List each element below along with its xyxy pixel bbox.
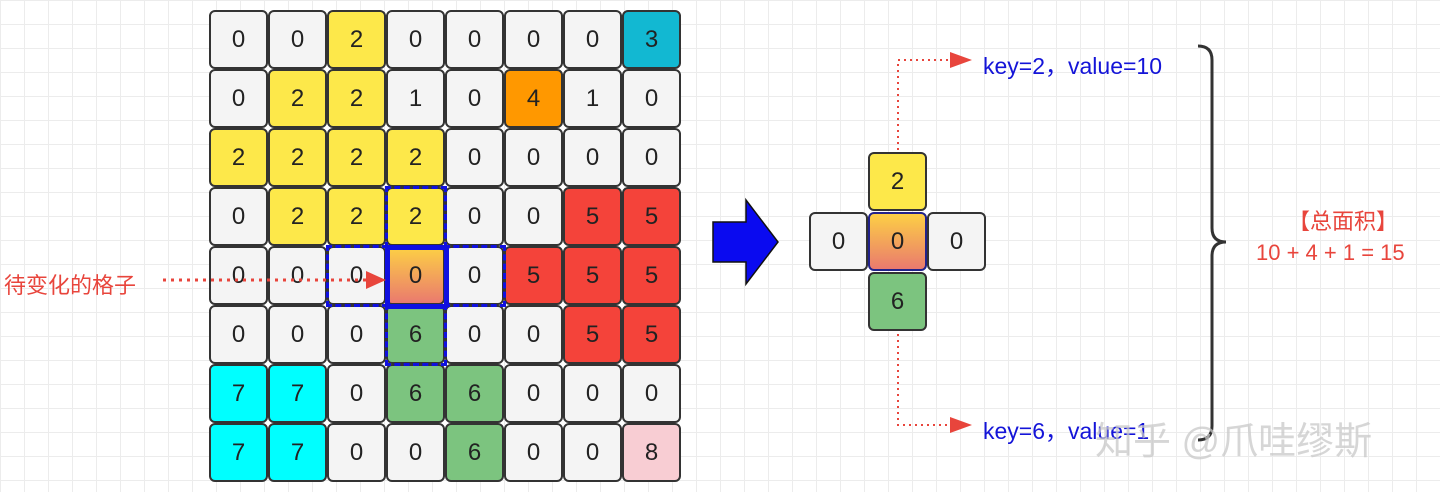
bottom-dotted-line	[897, 334, 952, 426]
grid-cell: 5	[622, 187, 681, 246]
grid-cell: 1	[563, 69, 622, 128]
grid-cell: 2	[209, 128, 268, 187]
grid-cell: 0	[209, 187, 268, 246]
grid-cell: 0	[504, 187, 563, 246]
grid-cell: 0	[445, 187, 504, 246]
grid-cell: 0	[622, 364, 681, 423]
grid-cell: 2	[327, 128, 386, 187]
grid-cell: 7	[209, 364, 268, 423]
grid-cell: 0	[268, 246, 327, 305]
grid-cell: 0	[622, 128, 681, 187]
cross-cell-center: 0	[868, 212, 927, 271]
grid-cell: 0	[445, 69, 504, 128]
grid-cell: 0	[622, 69, 681, 128]
grid-cell: 7	[268, 423, 327, 482]
grid-cell: 2	[268, 187, 327, 246]
grid-cell: 6	[386, 364, 445, 423]
grid-cell: 0	[327, 423, 386, 482]
grid-cell: 0	[563, 423, 622, 482]
grid-cell: 0	[563, 128, 622, 187]
total-title: 【总面积】	[1288, 209, 1399, 234]
grid-cell: 5	[504, 246, 563, 305]
grid-cell: 0	[504, 10, 563, 69]
grid-cell: 0	[445, 128, 504, 187]
top-arrowhead	[950, 52, 972, 68]
grid-cell: 0	[386, 423, 445, 482]
grid-cell: 5	[622, 305, 681, 364]
cross-cell-right: 0	[927, 212, 986, 271]
grid-cell: 0	[504, 423, 563, 482]
total-formula: 10 + 4 + 1 = 15	[1256, 240, 1405, 265]
grid-cell: 3	[622, 10, 681, 69]
grid-cell: 5	[563, 187, 622, 246]
grid-cell: 0	[209, 10, 268, 69]
grid-cell: 0	[504, 305, 563, 364]
grid-cell: 1	[386, 69, 445, 128]
grid-cell: 6	[445, 423, 504, 482]
grid-cell: 2	[386, 128, 445, 187]
top-dotted-line	[897, 59, 952, 150]
pointer-label: 待变化的格子	[4, 273, 137, 298]
grid-cell: 0	[563, 10, 622, 69]
grid-cell: 2	[268, 69, 327, 128]
grid-cell: 7	[209, 423, 268, 482]
grid-cell: 0	[209, 246, 268, 305]
grid-cell: 4	[504, 69, 563, 128]
curly-brace	[1197, 44, 1227, 442]
grid-cell: 5	[622, 246, 681, 305]
grid-cell: 2	[327, 10, 386, 69]
cross-cell-top: 2	[868, 152, 927, 211]
grid-cell: 0	[504, 128, 563, 187]
grid-cell: 0	[268, 305, 327, 364]
grid-cell: 0	[563, 364, 622, 423]
grid-cell: 2	[268, 128, 327, 187]
grid-cell: 8	[622, 423, 681, 482]
grid-cell: 5	[563, 246, 622, 305]
grid-cell: 7	[268, 364, 327, 423]
grid-cell: 0	[209, 69, 268, 128]
grid-cell: 0	[445, 10, 504, 69]
label-bottom: key=6，value=1	[983, 418, 1150, 444]
big-right-arrow-icon	[712, 197, 779, 287]
grid-cell: 0	[268, 10, 327, 69]
grid-cell: 0	[327, 246, 386, 305]
grid-cell: 0	[327, 305, 386, 364]
grid-cell: 2	[327, 69, 386, 128]
grid-cell: 6	[445, 364, 504, 423]
cross-cell-bottom: 6	[868, 272, 927, 331]
grid-cell: 0	[327, 364, 386, 423]
cross-cell-left: 0	[809, 212, 868, 271]
grid-cell: 0	[504, 364, 563, 423]
pointer-arrowhead	[366, 271, 386, 289]
label-top: key=2，value=10	[983, 53, 1163, 79]
grid-cell: 5	[563, 305, 622, 364]
grid-cell: 0	[209, 305, 268, 364]
bottom-arrowhead	[950, 417, 972, 433]
grid-cell: 0	[386, 10, 445, 69]
watermark: 知乎 @爪哇缪斯	[1095, 421, 1373, 463]
